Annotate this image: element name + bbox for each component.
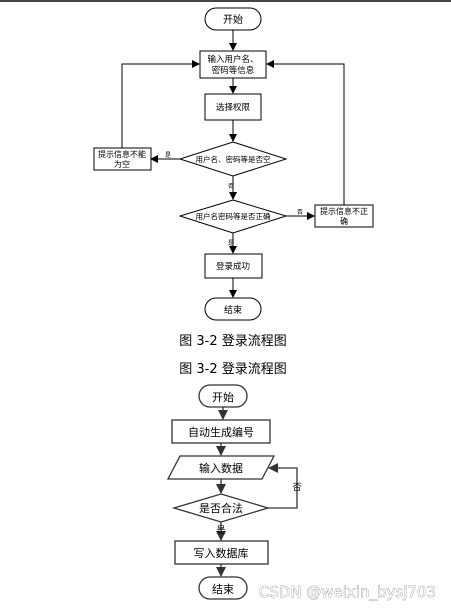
flow1-wrong-tip-label-2: 确: [340, 216, 348, 226]
flow2-input-data-node: [166, 455, 276, 480]
flow2-yes-label: 是: [216, 525, 225, 536]
csdn-watermark: CSDN @weixin_bysj703: [259, 583, 436, 602]
data-entry-flowchart: 开始 自动生成编号 输入数据 是否合法 否 是 写入数据库 结束: [166, 384, 302, 600]
flow1-decision2-yes-label: 是: [228, 240, 234, 247]
flow1-end-node: [204, 297, 262, 321]
flow2-loop-back: [268, 463, 298, 509]
figure-caption-1: 图 3-2 登录流程图: [179, 334, 287, 349]
flow2-write-db-label: 写入数据库: [194, 546, 249, 560]
flow2-no-label: 否: [292, 482, 301, 493]
flow1-start-label: 开始: [223, 13, 243, 26]
flow1-end-label: 结束: [224, 304, 242, 316]
flow1-decision2-no-label: 否: [297, 209, 303, 216]
top-border-line: [0, 0, 451, 2]
flow2-auto-number-label: 自动生成编号: [188, 425, 254, 439]
flow2-end-label: 结束: [212, 583, 234, 596]
flow2-end-node: [198, 576, 248, 600]
flow1-decision1-no-label: 否: [228, 183, 234, 190]
flow1-input-node: [199, 50, 267, 79]
flow1-loop-back-right: [266, 60, 345, 205]
flow1-input-label-2: 密码等信息: [212, 65, 255, 76]
flow1-input-label-1: 输入用户名、: [207, 54, 258, 65]
flow1-decision-empty-label: 用户名、密码等是否空: [196, 154, 271, 164]
flow1-select-role-label: 选择权限: [216, 102, 251, 113]
flow1-success-label: 登录成功: [216, 261, 250, 272]
flow1-success-node: [204, 253, 263, 279]
login-flowchart: 开始 输入用户名、 密码等信息 选择权限 用户名、密码等是否空 是 提示信息不能…: [93, 7, 374, 321]
flow1-empty-tip-label-2: 为空: [114, 159, 130, 169]
figure-caption-2: 图 3-2 登录流程图: [179, 362, 287, 377]
flow2-decision-label: 是否合法: [199, 501, 243, 515]
flow1-loop-back-left: [121, 60, 200, 148]
flow1-wrong-tip-label-1: 提示信息不正: [320, 206, 368, 216]
flow1-empty-tip-label-1: 提示信息不能: [98, 149, 146, 159]
flow2-start-label: 开始: [212, 390, 234, 404]
flow1-decision1-yes-label: 是: [165, 152, 171, 159]
flow2-input-data-label: 输入数据: [199, 461, 243, 475]
flow1-decision-correct-label: 用户名密码等是否正确: [196, 211, 271, 221]
